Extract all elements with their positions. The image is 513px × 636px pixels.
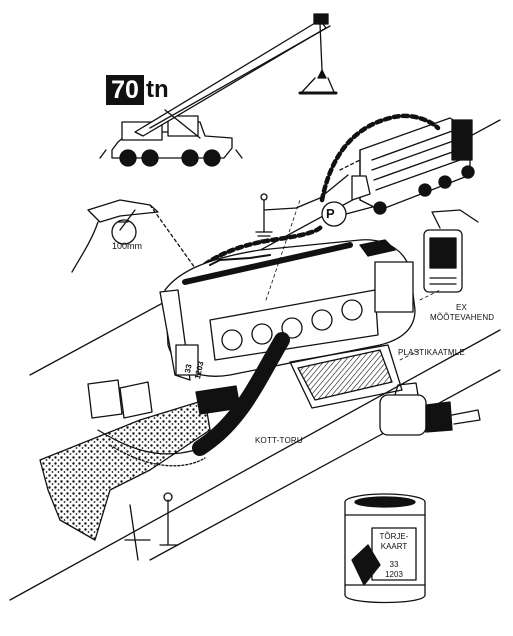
plastic-cover-label: PLASTIKAATMLE — [398, 348, 465, 357]
barrier-blocks — [87, 379, 241, 419]
drum-code-bottom: 1203 — [385, 570, 403, 579]
drum-card-line2: KAART — [380, 542, 408, 551]
earthing-clamp — [71, 199, 201, 276]
waste-drum — [344, 493, 426, 604]
ex-meter-device — [423, 209, 479, 293]
tanker-truck — [339, 117, 475, 215]
drum-card-line1: TÕRJE- — [379, 532, 409, 541]
hose-label: KOTT-TORU — [255, 436, 303, 445]
connector-size-label: 100mm — [112, 241, 143, 251]
guide-lines — [265, 199, 441, 361]
drum-code-top: 33 — [389, 560, 399, 569]
vapour-hose-dashed — [195, 113, 441, 273]
hazard-plate-top: 33 — [183, 363, 194, 374]
discharge-hose — [192, 332, 290, 456]
crane-capacity-unit: tn — [146, 76, 169, 103]
grounding-symbol-letter: P — [326, 206, 335, 221]
crane-capacity-badge: 70 — [106, 75, 144, 105]
ditch — [39, 399, 211, 561]
grounding-line — [255, 174, 381, 241]
plastic-tray — [289, 344, 403, 409]
ex-meter-label-line1: EX — [456, 303, 468, 312]
pump — [379, 382, 481, 436]
overturned-tanker — [159, 239, 416, 381]
mobile-crane — [99, 13, 338, 167]
ex-meter-label-line2: MÕÕTEVAHEND — [430, 313, 495, 322]
